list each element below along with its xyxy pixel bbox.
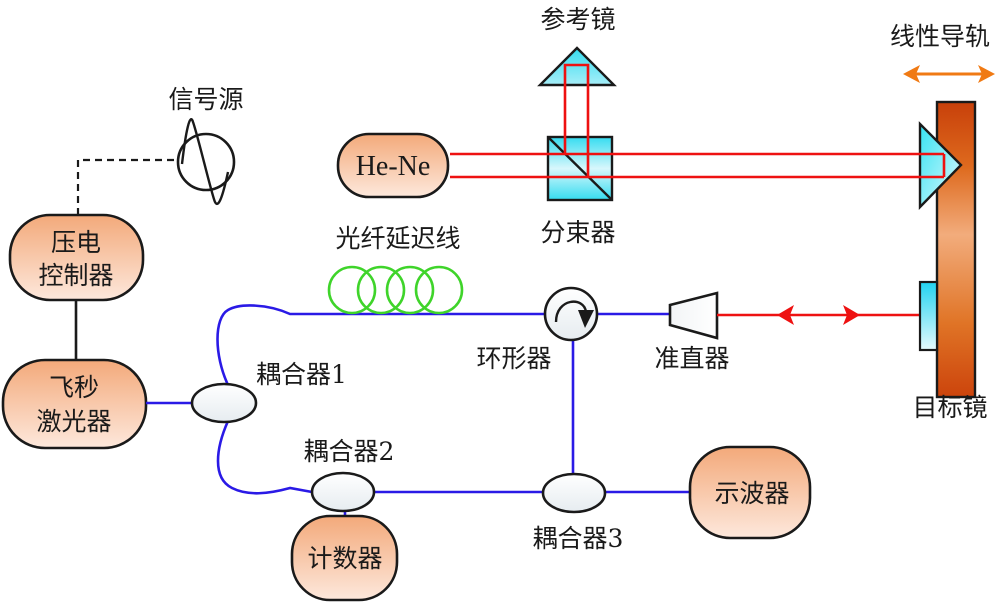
corner-cube-icon xyxy=(918,121,963,210)
signal-dashed-wire xyxy=(76,158,178,215)
beam-arrow-right-icon xyxy=(843,305,860,325)
signal-source-icon xyxy=(176,118,236,205)
target-mirror-label: 目标镜 xyxy=(912,393,987,422)
piezo-controller-label-line1: 压电 xyxy=(51,228,101,257)
circulator-icon xyxy=(543,286,599,342)
femtosecond-laser-label-line1: 飞秒 xyxy=(49,373,99,402)
femtosecond-laser-label-line2: 激光器 xyxy=(36,407,111,436)
rail-motion-arrow-icon xyxy=(903,65,995,83)
beam-splitter-icon xyxy=(546,135,614,202)
coupler2-icon xyxy=(310,471,376,513)
fiber-delay-line-label: 光纤延迟线 xyxy=(335,224,460,253)
coupler1-label: 耦合器1 xyxy=(256,360,347,389)
reference-mirror-label: 参考镜 xyxy=(540,5,615,34)
counter-label: 计数器 xyxy=(307,544,382,573)
coupler3-label: 耦合器3 xyxy=(533,524,624,553)
oscilloscope-box xyxy=(688,445,812,540)
signal-source-label: 信号源 xyxy=(168,85,243,114)
piezo-controller-label-line2: 控制器 xyxy=(38,261,113,290)
fiber-coupler1-to-circulator xyxy=(216,304,545,386)
coupler2-label: 耦合器2 xyxy=(304,437,395,466)
he-ne-label: He-Ne xyxy=(356,151,431,182)
coupler3-icon xyxy=(541,472,607,514)
target-mirror-icon xyxy=(918,280,939,352)
fiber-coupler1-to-coupler2 xyxy=(216,420,313,495)
counter-box xyxy=(290,514,399,602)
beam-arrow-left-icon xyxy=(777,305,794,325)
fiber-delay-coil-icon xyxy=(327,265,464,315)
linear-rail-label: 线性导轨 xyxy=(890,22,990,51)
oscilloscope-label: 示波器 xyxy=(714,479,789,508)
he-ne-laser-box xyxy=(336,132,450,199)
measurement-beam xyxy=(717,305,920,325)
coupler1-icon xyxy=(190,382,258,424)
reference-mirror-icon xyxy=(537,46,617,87)
fiber-network xyxy=(146,304,691,517)
collimator-label: 准直器 xyxy=(654,344,729,373)
circulator-label: 环形器 xyxy=(476,344,551,373)
collimator-icon xyxy=(668,291,719,340)
he-ne-beams xyxy=(450,63,946,179)
beam-splitter-label: 分束器 xyxy=(540,218,615,247)
